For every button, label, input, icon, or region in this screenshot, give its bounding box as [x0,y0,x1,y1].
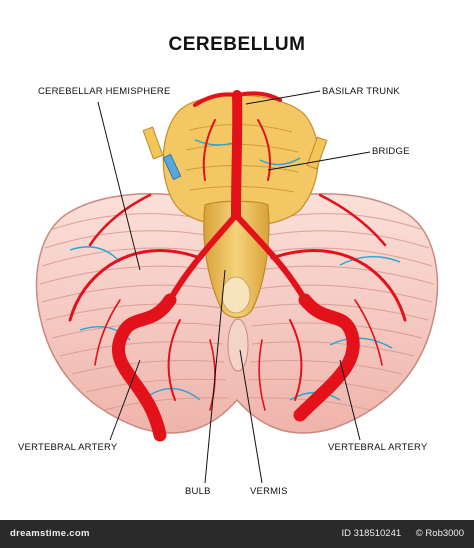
vertebral-artery-left-vessel [112,293,177,442]
label-bridge: BRIDGE [372,146,410,157]
vertebral-artery-right-vessel [293,293,360,422]
label-cerebellar-hemisphere: CEREBELLAR HEMISPHERE [38,86,171,97]
diagram-title: CEREBELLUM [168,34,306,55]
label-basilar-trunk: BASILAR TRUNK [322,86,400,97]
footer-bar: dreamstime.com ID 318510241 © Rob3000 [0,520,474,548]
veins [69,139,401,401]
label-bulb: BULB [185,486,211,497]
vermis [221,276,251,372]
label-vermis: VERMIS [250,486,288,497]
label-vertebral-artery-left: VERTEBRAL ARTERY [18,442,118,453]
footer-author: © Rob3000 [415,528,464,539]
footer-meta: ID 318510241 © Rob3000 [329,528,464,539]
arteries [68,90,407,442]
footer-image-id: ID 318510241 [341,528,402,539]
footer-brand: dreamstime.com [10,528,90,539]
leader-lines [97,90,371,484]
label-vertebral-artery-right: VERTEBRAL ARTERY [328,442,428,453]
basilar-trunk-vessel [231,90,243,220]
